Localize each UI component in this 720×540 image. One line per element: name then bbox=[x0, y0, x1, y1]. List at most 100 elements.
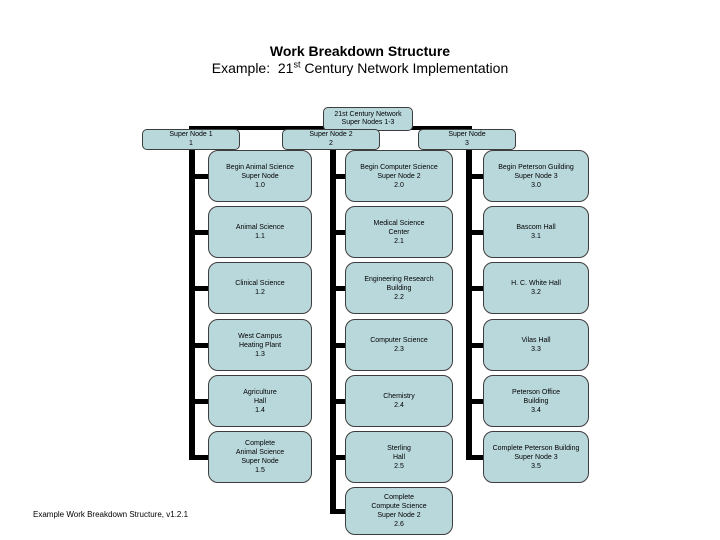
task-box-line: 2.6 bbox=[394, 521, 404, 528]
task-box-line: Building bbox=[523, 397, 549, 405]
task-box-line: Computer Science bbox=[370, 337, 428, 344]
connector-stub bbox=[466, 174, 485, 179]
task-box-line: West Campus bbox=[238, 332, 282, 340]
connector-stub bbox=[466, 230, 485, 235]
connector-vertical bbox=[330, 140, 336, 514]
task-box-line: Peterson Office bbox=[511, 388, 561, 396]
task-box-3.1: Bascom Hall 3.1 bbox=[483, 206, 589, 258]
task-box-line: 3.5 bbox=[531, 462, 541, 470]
task-box-line: 1.4 bbox=[255, 406, 265, 414]
task-box-line: Begin Animal Science bbox=[226, 163, 294, 171]
super-node-line: 1 bbox=[189, 139, 193, 147]
task-box-line: Super Node 2 bbox=[377, 512, 421, 519]
task-box-line: Begin Computer Science bbox=[360, 163, 438, 171]
task-box-2.3: Computer Science 2.3 bbox=[345, 319, 453, 371]
task-box-line: 2.2 bbox=[394, 293, 404, 301]
task-box-line: Super Node bbox=[241, 458, 279, 465]
subtitle-prefix: Example: 21 bbox=[211, 60, 294, 76]
task-box-line: Complete Peterson Building bbox=[492, 444, 580, 452]
task-box-line: 3.0 bbox=[531, 181, 541, 189]
root-node-box: 21st Century Network Super Nodes 1-3 bbox=[323, 107, 413, 131]
task-box-line: Clinical Science bbox=[235, 280, 285, 287]
task-box-line: Complete bbox=[384, 494, 414, 501]
task-box-line: H. C. White Hall bbox=[511, 280, 561, 287]
connector-stub bbox=[330, 343, 347, 348]
super-node-line: Super Node bbox=[448, 131, 486, 138]
subtitle-suffix: Century Network Implementation bbox=[300, 60, 509, 76]
task-box-line: 2.4 bbox=[394, 402, 404, 409]
task-box-line: Medical Science bbox=[373, 219, 425, 227]
task-box-1.2: Clinical Science 1.2 bbox=[208, 262, 312, 314]
connector-stub bbox=[330, 509, 347, 514]
connector-stub bbox=[330, 399, 347, 404]
task-box-line: Begin Peterson Guilding bbox=[498, 163, 574, 171]
task-box-line: Center bbox=[388, 228, 410, 236]
super-node-line: 2 bbox=[329, 139, 333, 147]
footer-text: Example Work Breakdown Structure, v1.2.1 bbox=[33, 510, 189, 519]
task-box-line: Heating Plant bbox=[238, 341, 282, 349]
task-box-line: Hall bbox=[392, 453, 406, 461]
task-box-line: 1.1 bbox=[255, 233, 265, 240]
connector-stub bbox=[189, 399, 210, 404]
task-box-line: 2.1 bbox=[394, 237, 404, 245]
connector-stub bbox=[466, 343, 485, 348]
super-node-box-3: Super Node 3 bbox=[418, 129, 516, 150]
connector-stub bbox=[189, 343, 210, 348]
root-node-line: 21st Century Network bbox=[334, 110, 402, 118]
task-box-line: Compute Science bbox=[371, 503, 427, 510]
connector-stub bbox=[189, 174, 210, 179]
task-box-line: Engineering Research bbox=[364, 275, 434, 283]
task-box-line: Super Node bbox=[241, 172, 279, 180]
slide-title: Work Breakdown Structure bbox=[269, 43, 451, 59]
connector-stub bbox=[189, 455, 210, 460]
connector-stub bbox=[330, 455, 347, 460]
task-box-1.1: Animal Science 1.1 bbox=[208, 206, 312, 258]
task-box-line: Sterling bbox=[387, 444, 411, 452]
task-box-line: 3.4 bbox=[531, 406, 541, 414]
root-node-line: Super Nodes 1-3 bbox=[341, 119, 395, 126]
super-node-box-1: Super Node 1 1 bbox=[142, 129, 240, 150]
task-box-line: Vilas Hall bbox=[521, 337, 551, 344]
super-node-line: Super Node 2 bbox=[309, 131, 353, 138]
task-box-line: 1.0 bbox=[255, 181, 265, 189]
super-node-box-2: Super Node 2 2 bbox=[282, 129, 380, 150]
task-box-line: Bascom Hall bbox=[516, 224, 556, 231]
task-box-line: Hall bbox=[253, 397, 267, 405]
connector-stub bbox=[330, 230, 347, 235]
task-box-2.4: Chemistry 2.4 bbox=[345, 375, 453, 427]
connector-stub bbox=[466, 455, 485, 460]
subtitle-superscript: st bbox=[293, 59, 301, 70]
task-box-line: 1.2 bbox=[255, 289, 265, 296]
connector-stub bbox=[466, 286, 485, 291]
task-box-line: Building bbox=[386, 284, 412, 292]
task-box-line: Super Node 2 bbox=[377, 172, 421, 180]
slide-subtitle: Example: 21st Century Network Implementa… bbox=[0, 60, 720, 76]
task-box-line: Complete bbox=[245, 440, 275, 447]
connector-vertical bbox=[466, 140, 472, 460]
connector-stub bbox=[330, 286, 347, 291]
task-box-line: 3.3 bbox=[531, 346, 541, 353]
task-box-line: 2.3 bbox=[394, 346, 404, 353]
connector-vertical bbox=[189, 140, 195, 460]
connector-stub bbox=[189, 230, 210, 235]
task-box-line: Agriculture bbox=[243, 388, 277, 396]
super-node-line: Super Node 1 bbox=[169, 131, 213, 138]
task-box-line: 2.5 bbox=[394, 462, 404, 470]
task-box-3.3: Vilas Hall 3.3 bbox=[483, 319, 589, 371]
task-box-line: 3.1 bbox=[531, 233, 541, 240]
task-box-line: Chemistry bbox=[383, 393, 415, 400]
task-box-line: Animal Science bbox=[235, 224, 285, 231]
